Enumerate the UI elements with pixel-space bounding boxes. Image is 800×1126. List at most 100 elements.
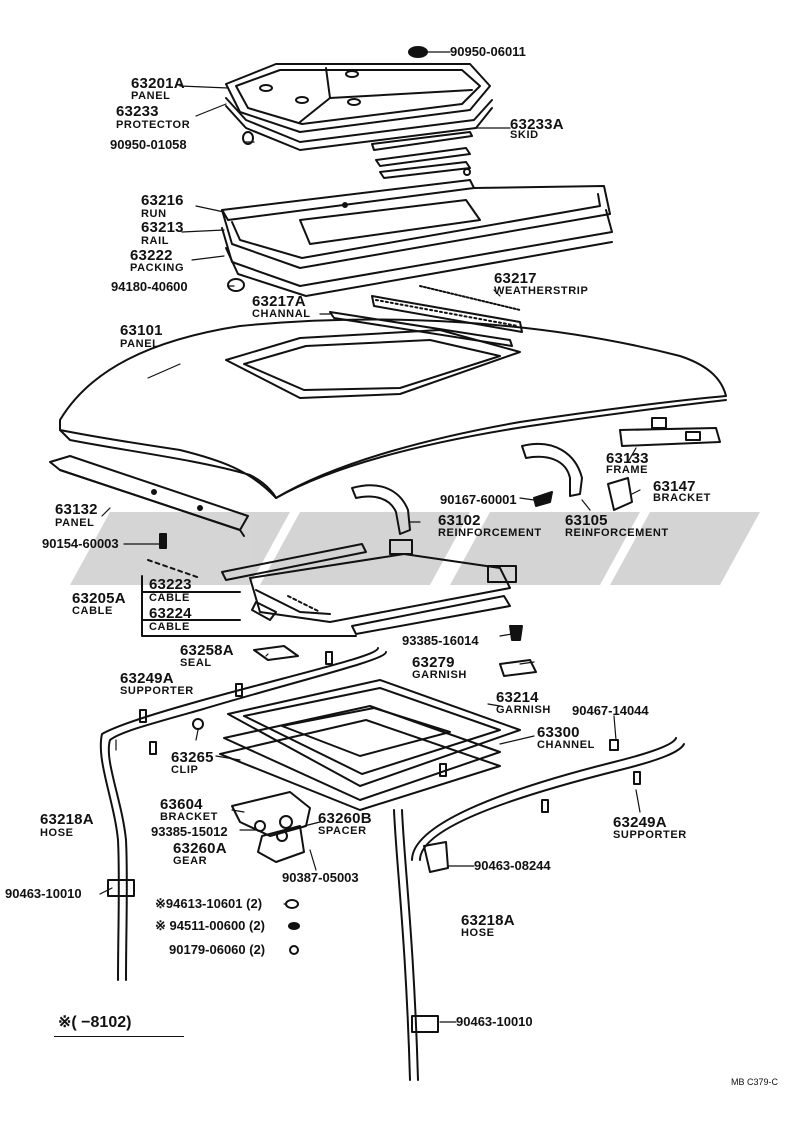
leader-lines [99,51,641,1023]
part-number-94180-40600: 94180-40600 [111,279,188,294]
part-number-63133: 63133 [606,450,649,467]
part-name-63205A: CABLE [72,605,113,617]
cable-bracket [141,575,357,637]
clip-94180-40600 [227,278,245,292]
skid-63233A [371,131,473,151]
part-name-63213: RAIL [141,235,170,247]
part-number-94511-00600: ※ 94511-00600 (2) [155,918,265,933]
part-number-90463-08244: 90463-08244 [474,858,551,873]
part-name-63218A-right: HOSE [461,927,495,939]
part-number-63218A-left: 63218A [40,811,94,828]
part-number-63223: 63223 [149,576,192,593]
part-name-63279: GARNISH [412,669,467,681]
part-number-63102: 63102 [438,512,481,529]
part-number-63233A: 63233A [510,116,564,133]
part-number-63217: 63217 [494,270,537,287]
part-number-63249A-left: 63249A [120,670,174,687]
part-number-63233: 63233 [116,103,159,120]
part-number-90467-14044: 90467-14044 [572,703,649,718]
gear-assembly [231,791,311,863]
part-number-90179-06060: 90179-06060 (2) [169,942,266,957]
part-name-63260B: SPACER [318,825,367,837]
roof-panel-63101 [59,318,727,499]
part-name-63217A: CHANNAL [252,308,311,320]
part-name-63233A: SKID [510,129,539,141]
part-number-90463-10010-left: 90463-10010 [5,886,82,901]
plug-90467-14044 [609,739,619,751]
part-name-63201A: PANEL [131,90,171,102]
part-number-63222: 63222 [130,247,173,264]
washer-94613 [285,899,299,909]
footnote: ※( −8102) [58,1014,132,1031]
part-number-63224: 63224 [149,605,192,622]
part-number-93385-15012: 93385-15012 [151,824,228,839]
plug-90950-01058 [242,131,254,145]
part-number-63101: 63101 [120,322,163,339]
screw-90154-60003 [159,533,167,549]
part-name-63222: PACKING [130,262,185,274]
frame-63133 [619,417,721,447]
panel-63132 [49,455,249,537]
part-name-63105: REINFORCEMENT [565,527,669,539]
part-number-63260B: 63260B [318,810,372,827]
part-name-63224: CABLE [149,621,190,633]
part-name-63265: CLIP [171,764,199,776]
rail-set [221,147,613,297]
hose-63218A-right [393,737,685,1081]
channel-63217A [329,311,513,347]
screw-90167-60001 [533,491,553,507]
part-number-63205A: 63205A [72,590,126,607]
part-number-63604: 63604 [160,796,203,813]
part-name-63258A: SEAL [180,657,212,669]
part-name-63249A-left: SUPPORTER [120,685,194,697]
part-number-94613-10601: ※94613-10601 (2) [155,896,263,911]
part-number-63218A-right: 63218A [461,912,515,929]
part-number-63265: 63265 [171,749,214,766]
hose-63218A-left [99,647,387,981]
part-number-90154-60003: 90154-60003 [42,536,119,551]
cable-assembly-63205A [221,539,517,635]
reference-code: MB C379-C [731,1077,779,1087]
part-number-63105: 63105 [565,512,608,529]
washer-94511 [288,922,300,930]
part-number-63249A-right: 63249A [613,814,667,831]
part-name-63217: WEATHERSTRIP [494,285,589,297]
clip-63265 [192,718,204,730]
reinforcement-63105 [521,442,583,497]
footnote-underline [54,1036,184,1037]
part-number-63217A: 63217A [252,293,306,310]
part-number-63260A: 63260A [173,840,227,857]
part-name-63300: CHANNEL [537,739,595,751]
part-number-63147: 63147 [653,478,696,495]
part-name-63133: FRAME [606,464,649,476]
part-name-63132: PANEL [55,517,95,529]
part-number-63213: 63213 [141,219,184,236]
part-number-63132: 63132 [55,501,98,518]
seal-63258A [253,645,299,661]
part-name-63218A-left: HOSE [40,827,74,839]
part-number-90167-60001: 90167-60001 [440,492,517,507]
garnish-63214 [227,679,521,787]
part-number-90463-10010-right: 90463-10010 [456,1014,533,1029]
part-number-63300: 63300 [537,724,580,741]
part-number-63216: 63216 [141,192,184,209]
channel-63300 [219,705,501,811]
garnish-63279 [499,659,537,677]
part-name-63233: PROTECTOR [116,119,191,131]
part-name-63260A: GEAR [173,855,208,867]
part-number-63201A: 63201A [131,75,185,92]
part-number-90950-01058: 90950-01058 [110,137,187,152]
nut-90179 [289,945,299,955]
part-name-63216: RUN [141,208,167,220]
part-name-63249A-right: SUPPORTER [613,829,687,841]
bracket-63147 [607,477,633,511]
part-name-63214: GARNISH [496,704,551,716]
part-number-63279: 63279 [412,654,455,671]
part-name-63101: PANEL [120,338,160,350]
bracket-90463-08244 [423,841,449,873]
part-number-90387-05003: 90387-05003 [282,870,359,885]
part-number-63214: 63214 [496,689,539,706]
reinforcement-63102 [351,484,411,535]
